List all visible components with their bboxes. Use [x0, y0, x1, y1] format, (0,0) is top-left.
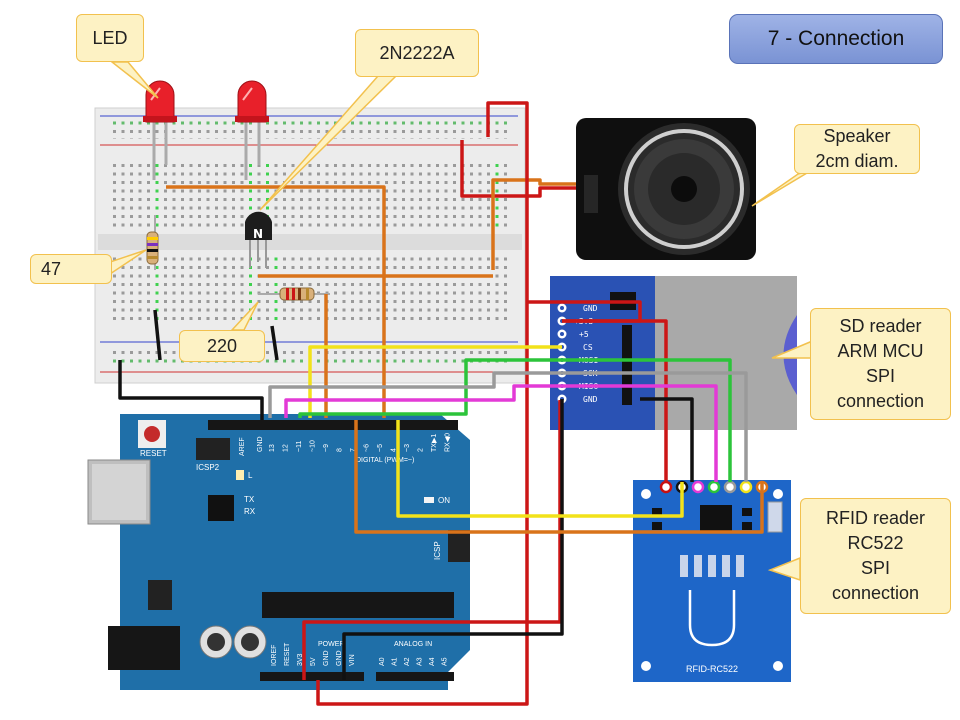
analog-pin-label: A4: [429, 657, 436, 666]
wire-speaker-red: [460, 140, 576, 198]
wire-rfid-sda: [396, 420, 684, 518]
wires: [118, 101, 764, 706]
digital-pin-label: ~10: [310, 440, 317, 452]
resistor-220: [258, 287, 330, 301]
digital-pin-label: ~11: [296, 441, 303, 452]
digital-pin-label: 8: [337, 448, 344, 452]
digital-pin-label: ~3: [404, 444, 411, 452]
power-pin-label: IOREF: [271, 645, 278, 666]
callout-resistor-47: 47: [30, 254, 112, 284]
wire-rfid-rst: [354, 420, 764, 534]
power-pin-labels: IOREF RESET 3V3 5V GND GND VIN: [271, 642, 356, 666]
digital-pin-label: TX▶1: [431, 434, 438, 452]
wire-speaker-orange: [491, 178, 576, 270]
callout-rfid-line: connection: [831, 583, 920, 603]
l-led-label: L: [248, 471, 253, 480]
rx-led-label: RX: [244, 507, 256, 516]
power-pin-label: GND: [323, 650, 330, 666]
sd-reader-module: GND +3.3 +5 CS MOSI SCK MISO GND: [550, 276, 797, 430]
analog-in-label: ANALOG IN: [394, 641, 432, 648]
callout-sd-line: connection: [836, 391, 925, 411]
power-pin-label: 5V: [310, 657, 317, 666]
digital-pin-label: 13: [269, 444, 276, 452]
callout-pointers: [109, 61, 822, 582]
resistor-47: [146, 215, 159, 270]
power-pin-label: VIN: [349, 654, 356, 666]
digital-pin-label: 2: [418, 448, 425, 452]
wire-ground-led: [153, 309, 162, 361]
wire-sck: [268, 371, 562, 418]
sd-pin-label: GND: [583, 395, 598, 404]
digital-pin-label: RX◀0: [445, 433, 452, 452]
icsp2-label: ICSP2: [196, 463, 220, 472]
wire-rfid-sck: [562, 371, 748, 482]
analog-pin-label: A5: [442, 657, 449, 666]
wire-rfid-3v3: [562, 319, 668, 482]
sd-pin-label: +5: [579, 330, 589, 339]
power-label: POWER: [318, 641, 344, 648]
wire-led-bus: [166, 185, 386, 418]
sd-pin-label: CS: [583, 343, 593, 352]
callout-led: LED: [76, 14, 144, 62]
transistor-2n2222a: N: [245, 211, 272, 268]
analog-pin-label: A2: [404, 657, 411, 666]
sd-pin-label: GND: [583, 304, 598, 313]
digital-pin-label: ~6: [364, 444, 371, 452]
callout-sd-reader: SD reader ARM MCU SPI connection: [810, 308, 951, 420]
digital-pin-label: 7: [350, 448, 357, 452]
aref-label: AREF: [239, 437, 246, 456]
callout-rfid-line: RC522: [847, 533, 904, 553]
title-badge: 7 - Connection: [729, 14, 943, 64]
analog-pin-labels: A0 A1 A2 A3 A4 A5: [379, 657, 449, 666]
wire-5v-rail: [316, 101, 529, 706]
callout-rfid-line: SPI: [860, 558, 890, 578]
callout-rfid-reader: RFID reader RC522 SPI connection: [800, 498, 951, 614]
gnd-label: GND: [257, 436, 264, 452]
wire-ground-rfid: [640, 397, 694, 482]
wire-rfid-miso: [562, 384, 718, 482]
callout-speaker: Speaker 2cm diam.: [794, 124, 920, 174]
wire-ground-transistor: [270, 325, 279, 361]
transistor-mark: N: [253, 227, 263, 241]
analog-pin-label: A0: [379, 657, 386, 666]
callout-rfid-line: RFID reader: [825, 508, 926, 528]
callout-resistor-220: 220: [179, 330, 265, 362]
power-pin-label: GND: [336, 650, 343, 666]
wire-ground-board: [118, 360, 264, 420]
callout-sd-line: SPI: [865, 366, 895, 386]
analog-pin-label: A1: [392, 657, 399, 666]
rfid-pin-header: [659, 480, 769, 494]
wire-cs: [308, 345, 562, 418]
tx-led-label: TX: [244, 495, 255, 504]
reset-label: RESET: [140, 449, 167, 458]
power-pin-label: 3V3: [297, 653, 304, 666]
callout-sd-line: SD reader: [839, 316, 922, 336]
on-led-label: ON: [438, 496, 450, 505]
digital-pin-label: ~9: [323, 444, 330, 452]
wire-miso: [284, 384, 562, 418]
icsp-label: ICSP: [433, 541, 442, 560]
callout-sd-line: ARM MCU: [837, 341, 924, 361]
digital-pin-label: 12: [283, 444, 290, 452]
rfid-reader-module: RFID-RC522: [633, 480, 791, 682]
power-pin-label: RESET: [284, 642, 291, 666]
digital-label: DIGITAL (PWM=~): [356, 457, 414, 464]
wire-rfid-mosi: [562, 358, 732, 482]
top-pin-labels: 13 12 ~11 ~10 ~9 8 7 ~6 ~5 4 ~3 2 TX▶1 RX◀0: [269, 433, 452, 452]
digital-pin-label: 4: [391, 448, 398, 452]
speaker: [576, 118, 756, 260]
led-right: [235, 80, 269, 180]
callout-speaker-line: Speaker: [823, 126, 891, 146]
callout-transistor: 2N2222A: [355, 29, 479, 77]
analog-pin-label: A3: [417, 657, 424, 666]
wire-3v3-board: [302, 400, 562, 680]
wire-mosi: [298, 358, 562, 418]
rfid-label: RFID-RC522: [686, 664, 738, 674]
digital-pin-label: ~5: [377, 444, 384, 452]
callout-speaker-line: 2cm diam.: [815, 151, 899, 171]
